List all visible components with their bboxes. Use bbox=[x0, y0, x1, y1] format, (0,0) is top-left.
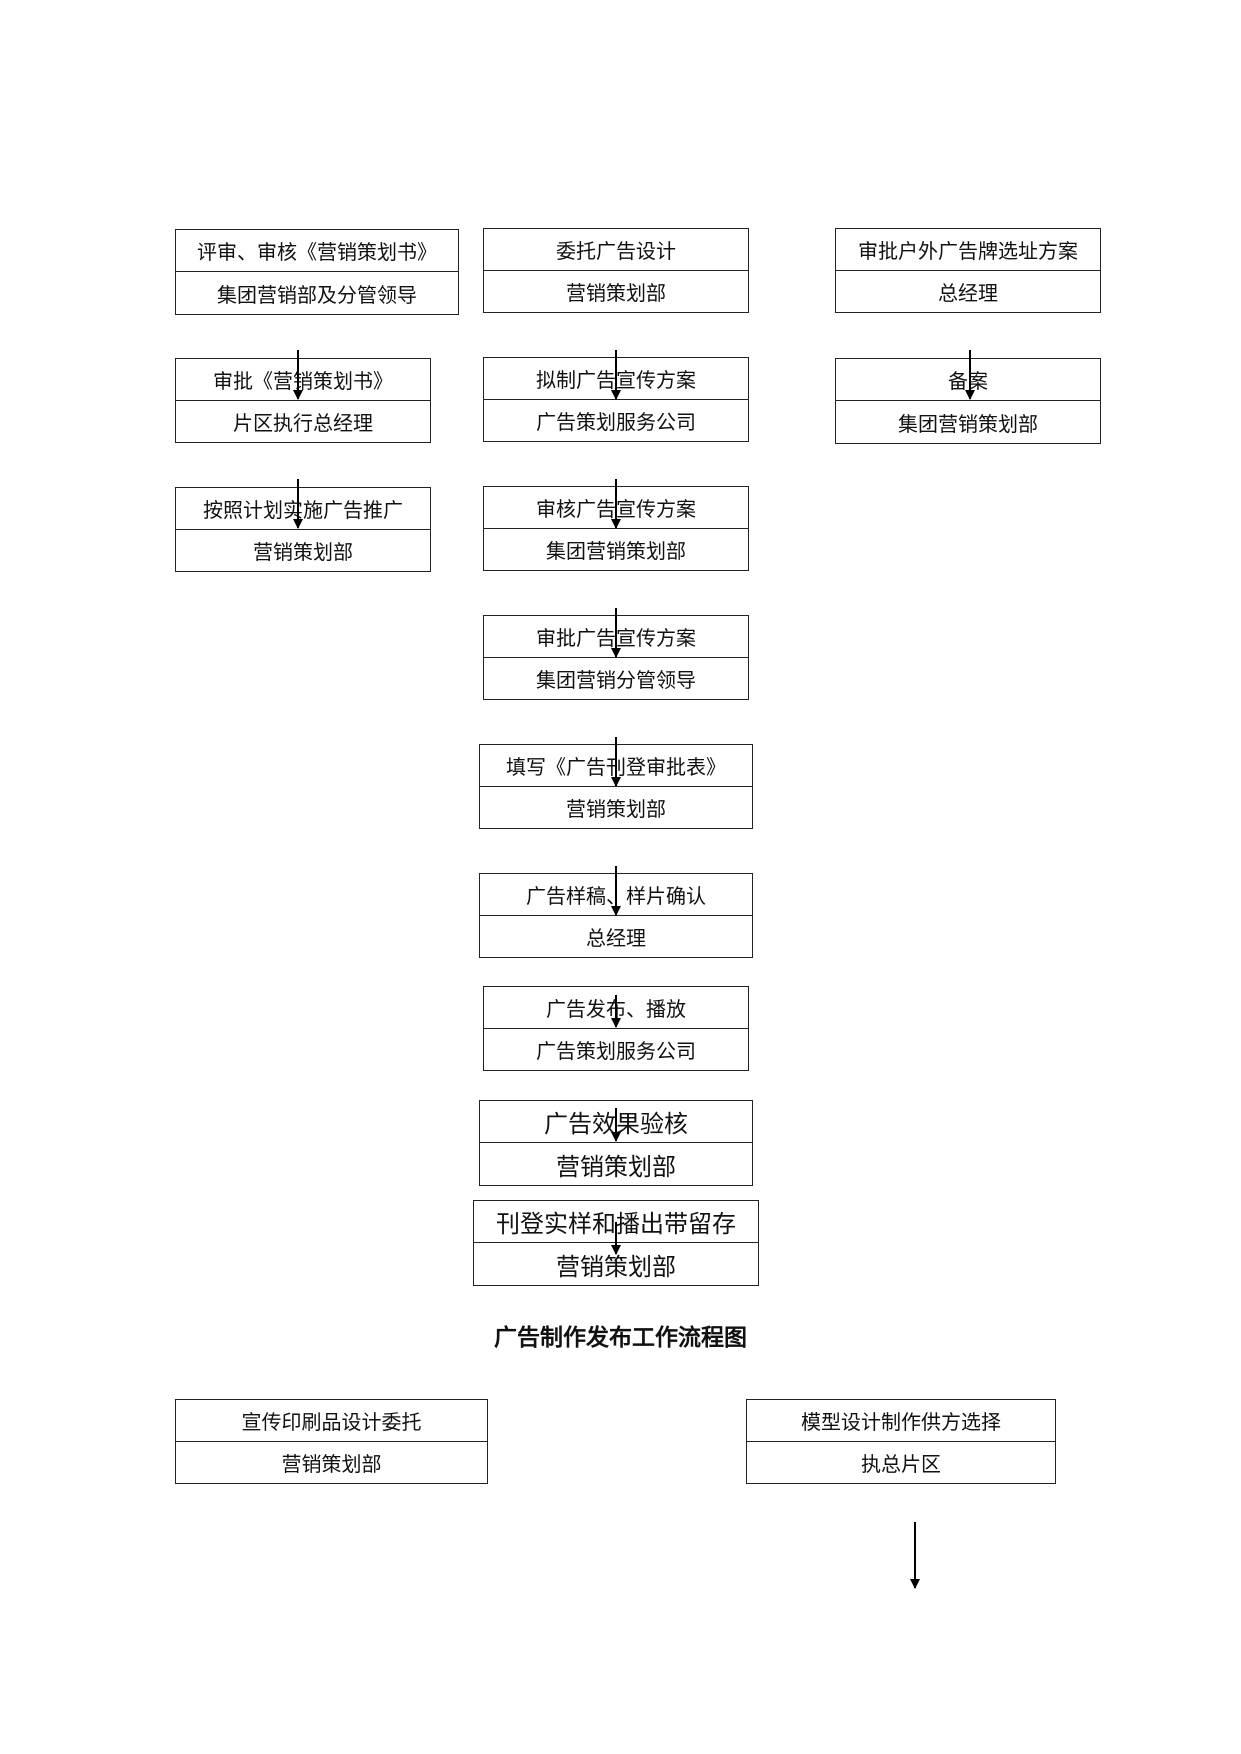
node-owner-label: 营销策划部 bbox=[281, 1451, 382, 1476]
node-owner-label: 广告策划服务公司 bbox=[536, 409, 696, 434]
node-owner-label: 集团营销策划部 bbox=[546, 538, 686, 563]
flow-node-b5: 填写《广告刊登审批表》 营销策划部 bbox=[479, 744, 753, 829]
node-owner-label: 总经理 bbox=[586, 925, 646, 950]
node-owner-label: 集团营销策划部 bbox=[898, 411, 1038, 436]
node-owner-label: 总经理 bbox=[938, 280, 998, 305]
flow-node-e1: 模型设计制作供方选择 执总片区 bbox=[746, 1399, 1056, 1484]
node-task-label: 宣传印刷品设计委托 bbox=[176, 1400, 487, 1442]
node-owner-label: 营销策划部 bbox=[566, 280, 666, 305]
flow-node-b1: 委托广告设计 营销策划部 bbox=[483, 228, 749, 313]
node-owner-label: 营销策划部 bbox=[253, 539, 353, 564]
flow-node-d1: 宣传印刷品设计委托 营销策划部 bbox=[175, 1399, 488, 1484]
node-task-label: 模型设计制作供方选择 bbox=[747, 1400, 1055, 1442]
node-owner-label: 广告策划服务公司 bbox=[536, 1038, 696, 1063]
flow-node-c2: 备案 集团营销策划部 bbox=[835, 358, 1101, 444]
node-task-label: 备案 bbox=[836, 359, 1100, 401]
flow-node-a3: 按照计划实施广告推广 营销策划部 bbox=[175, 487, 431, 572]
flow-node-b7: 广告发布、播放 广告策划服务公司 bbox=[483, 986, 749, 1071]
node-task-label: 按照计划实施广告推广 bbox=[176, 488, 430, 530]
node-task-label: 审批《营销策划书》 bbox=[176, 359, 430, 401]
node-task-label: 审批户外广告牌选址方案 bbox=[836, 229, 1100, 271]
node-owner-label: 片区执行总经理 bbox=[233, 410, 373, 435]
flow-node-a2: 审批《营销策划书》 片区执行总经理 bbox=[175, 358, 431, 443]
node-owner-label: 集团营销分管领导 bbox=[536, 667, 696, 692]
flow-node-c1: 审批户外广告牌选址方案 总经理 bbox=[835, 228, 1101, 313]
diagram-title: 广告制作发布工作流程图 bbox=[494, 1324, 747, 1351]
node-owner-label: 集团营销部及分管领导 bbox=[217, 282, 417, 307]
node-owner-label: 营销策划部 bbox=[566, 796, 666, 821]
node-owner-label: 执总片区 bbox=[861, 1451, 941, 1476]
flow-node-b8: 广告效果验核 营销策划部 bbox=[479, 1100, 753, 1186]
flow-node-a1: 评审、审核《营销策划书》 集团营销部及分管领导 bbox=[175, 229, 459, 315]
node-owner-label: 营销策划部 bbox=[556, 1252, 676, 1281]
node-owner-label: 营销策划部 bbox=[556, 1152, 676, 1181]
node-task-label: 委托广告设计 bbox=[484, 229, 748, 271]
node-task-label: 评审、审核《营销策划书》 bbox=[176, 230, 458, 272]
